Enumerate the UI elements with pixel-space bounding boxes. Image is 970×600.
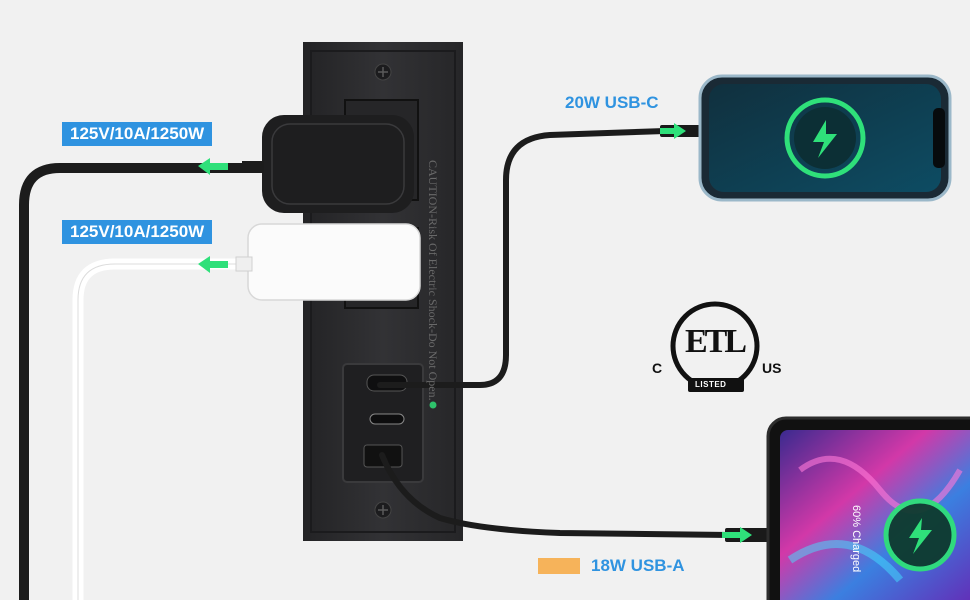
etl-logo bbox=[670, 301, 760, 392]
outlet-top-rating-label: 125V/10A/1250W bbox=[62, 122, 213, 146]
usb-a-rating-label: 18W USB-A bbox=[591, 556, 685, 575]
phone-charge-ring bbox=[784, 97, 866, 179]
screw-icon-bottom bbox=[374, 501, 392, 519]
etl-listed-label: LISTED bbox=[695, 380, 727, 389]
status-led bbox=[429, 401, 437, 409]
etl-us-label: US bbox=[762, 360, 782, 376]
white-power-cord bbox=[72, 258, 256, 600]
arrow-right-icon-phone bbox=[660, 123, 686, 139]
white-adapter bbox=[247, 223, 421, 301]
screw-icon-top bbox=[374, 63, 392, 81]
tablet-charge-text: 60% Charged bbox=[850, 505, 862, 573]
arrow-left-icon-outlet-top bbox=[198, 158, 228, 175]
white-power-cord-edge bbox=[77, 263, 250, 600]
arrow-left-icon-outlet-bottom bbox=[198, 256, 228, 273]
usb-c-port bbox=[369, 413, 405, 425]
usb-a-color-swatch bbox=[538, 558, 580, 574]
usb-c-cable bbox=[377, 128, 668, 388]
black-power-cord bbox=[19, 163, 255, 600]
lightning-bolt-icon-phone bbox=[813, 120, 837, 158]
etl-mark: ETL bbox=[685, 323, 747, 360]
usb-c-rating-label: 20W USB-C bbox=[565, 93, 659, 112]
etl-c-label: C bbox=[652, 360, 663, 376]
panel-warning-text: CAUTION-Risk Of Electric Shock-Do Not Op… bbox=[426, 160, 440, 401]
usb-a-cable bbox=[379, 452, 733, 538]
outlet-bottom-rating-label: 125V/10A/1250W bbox=[62, 220, 213, 244]
arrow-right-icon-tablet bbox=[722, 527, 752, 543]
lightning-bolt-icon-tablet bbox=[909, 518, 932, 554]
black-adapter bbox=[262, 115, 414, 213]
